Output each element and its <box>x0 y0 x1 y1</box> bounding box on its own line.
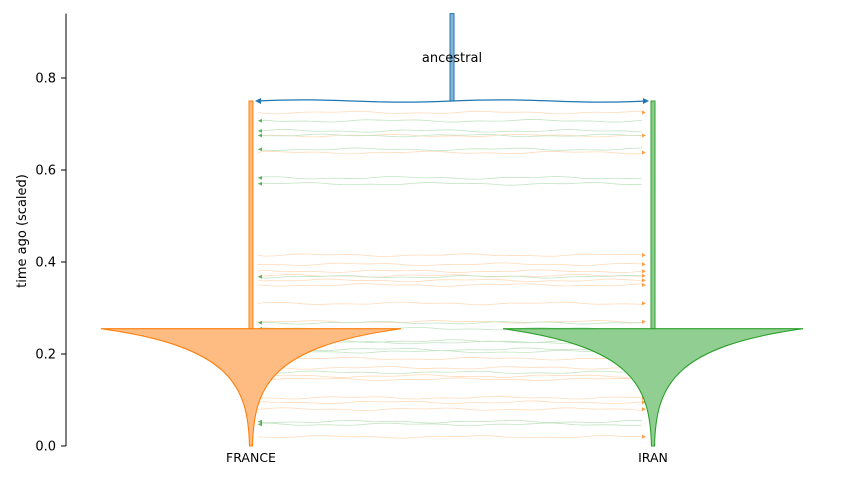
migration-arrow <box>642 110 646 115</box>
migration-arrow <box>258 320 262 325</box>
migration-line <box>257 269 643 273</box>
migration-arrow <box>642 262 646 267</box>
migration-arrow <box>258 274 262 279</box>
migration-line <box>257 283 643 287</box>
migration-line <box>257 407 643 411</box>
migration-arrow <box>642 434 646 439</box>
population-layer <box>100 13 804 447</box>
migration-line <box>257 110 643 115</box>
population-label-france: FRANCE <box>226 450 276 465</box>
migration-line <box>257 274 643 279</box>
migration-line <box>257 356 643 361</box>
migration-arrow <box>642 133 646 138</box>
migration-line <box>257 147 643 152</box>
migration-arrow <box>642 253 646 258</box>
france-population-expansion <box>100 328 402 447</box>
migration-line <box>257 320 643 324</box>
france-population-bar <box>248 100 254 330</box>
migration-line <box>257 395 643 400</box>
migration-arrow <box>258 422 262 427</box>
y-tick-label: 0.4 <box>35 256 56 271</box>
migration-arrow <box>258 133 262 138</box>
migration-arrow <box>642 319 646 324</box>
migration-line <box>257 150 643 155</box>
migration-line <box>257 321 643 325</box>
migration-line <box>257 176 643 180</box>
migration-arrow <box>642 269 646 274</box>
split-arrow-left <box>255 98 261 104</box>
migration-arrow <box>642 283 646 287</box>
migration-line <box>257 377 643 382</box>
migration-layer <box>257 110 646 439</box>
migration-line <box>257 347 643 352</box>
iran-population-expansion <box>502 328 804 447</box>
migration-line <box>257 182 643 186</box>
migration-line <box>257 374 643 378</box>
migration-line <box>257 262 643 267</box>
migration-line <box>257 370 643 375</box>
split-arrow-right <box>643 98 649 104</box>
migration-line <box>257 129 643 133</box>
migration-line <box>257 301 643 306</box>
migration-line <box>257 366 643 370</box>
migration-arrow <box>642 278 646 283</box>
y-axis-label: time ago (scaled) <box>15 174 30 288</box>
y-tick-label: 0.2 <box>35 348 56 363</box>
migration-arrow <box>258 181 262 186</box>
migration-arrow <box>642 407 646 412</box>
migration-line <box>257 118 643 123</box>
migration-line <box>257 400 643 405</box>
y-tick-label: 0.8 <box>35 72 56 87</box>
migration-arrow <box>642 150 646 155</box>
y-axis: 0.0 0.2 0.4 0.6 0.8 <box>35 13 67 455</box>
migration-arrow <box>258 147 262 152</box>
migration-arrow <box>258 128 262 133</box>
y-tick-label: 0.0 <box>35 440 56 455</box>
migration-arrow <box>642 273 646 278</box>
migration-line <box>257 419 643 424</box>
population-label-iran: IRAN <box>638 450 668 465</box>
migration-line <box>257 435 643 439</box>
ancestral-label: ancestral <box>422 51 482 66</box>
migration-line <box>257 278 643 283</box>
migration-arrow <box>258 118 262 123</box>
migration-line <box>257 133 643 138</box>
migration-line <box>257 349 643 354</box>
iran-population-bar <box>650 100 656 330</box>
migration-arrow <box>642 400 646 405</box>
migration-line <box>257 253 643 257</box>
split-connector <box>256 99 648 103</box>
y-tick-label: 0.6 <box>35 164 56 179</box>
migration-arrow <box>258 419 262 424</box>
migration-arrow <box>258 175 262 180</box>
migration-arrow <box>642 301 646 306</box>
migration-line <box>257 422 643 427</box>
